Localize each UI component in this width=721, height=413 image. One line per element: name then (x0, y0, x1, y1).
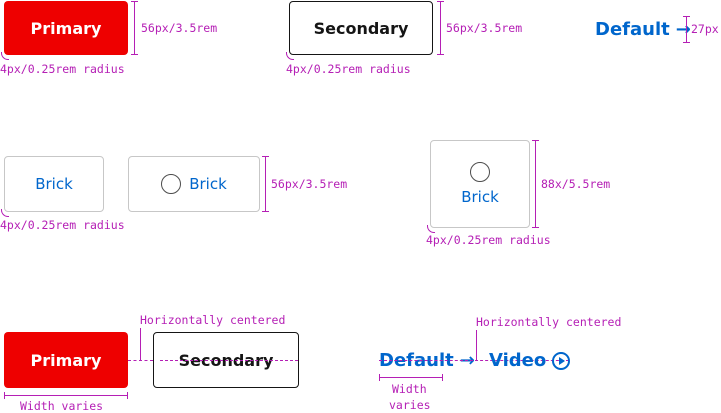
default-link-button[interactable]: Default → (595, 16, 691, 43)
default-width-spec-line1: Width (392, 382, 427, 396)
secondary-height-spec: 56px/3.5rem (446, 21, 523, 35)
width-dimension-tick-left (379, 374, 380, 381)
arrow-right-icon: → (675, 19, 691, 40)
primary-radius-spec: 4px/0.25rem radius (0, 62, 125, 76)
default-height-spec: 27px (691, 22, 719, 36)
radius-marker (427, 225, 435, 233)
height-dimension-line (265, 156, 266, 212)
center-alignment-guide (379, 360, 569, 361)
secondary-button-label: Secondary (313, 18, 409, 38)
brick-label: Brick (35, 175, 73, 193)
radius-marker (1, 52, 9, 60)
center-marker-line (140, 328, 141, 360)
radius-marker (286, 52, 294, 60)
width-dimension-line (4, 395, 128, 396)
radius-marker (1, 209, 9, 217)
video-link-button[interactable]: Video (489, 347, 571, 374)
play-circle-icon (552, 351, 571, 370)
height-dimension-tick-bottom (437, 54, 444, 55)
brick-label: Brick (461, 188, 499, 206)
primary-button[interactable]: Primary (4, 332, 128, 388)
height-dimension-line (686, 16, 687, 43)
center-marker-line (476, 330, 477, 360)
primary-width-spec: Width varies (20, 399, 104, 413)
circle-placeholder-icon (161, 174, 182, 194)
width-dimension-tick-right (442, 374, 443, 381)
height-dimension-tick-top (683, 16, 690, 17)
horizontally-centered-spec-right: Horizontally centered (476, 315, 622, 329)
height-dimension-tick-top (437, 1, 444, 2)
width-dimension-tick-right (127, 392, 128, 399)
default-link-label: Default (595, 19, 670, 40)
height-dimension-tick-bottom (262, 211, 269, 212)
height-dimension-tick-bottom (532, 227, 539, 228)
primary-button-label: Primary (30, 18, 102, 38)
center-alignment-guide (160, 360, 298, 361)
horizontally-centered-spec-left: Horizontally centered (140, 313, 286, 327)
brick3-height-spec: 88x/5.5rem (541, 177, 611, 191)
center-alignment-guide (128, 360, 153, 361)
width-dimension-tick-left (4, 392, 5, 399)
brick3-radius-spec: 4px/0.25rem radius (426, 233, 551, 247)
width-dimension-line (379, 377, 443, 378)
height-dimension-tick-bottom (131, 54, 138, 55)
brick-button-text[interactable]: Brick (4, 156, 104, 212)
height-dimension-line (440, 1, 441, 55)
secondary-radius-spec: 4px/0.25rem radius (286, 62, 411, 76)
height-dimension-tick-bottom (683, 42, 690, 43)
height-dimension-tick-top (262, 156, 269, 157)
height-dimension-line (535, 140, 536, 228)
brick2-height-spec: 56px/3.5rem (271, 177, 348, 191)
height-dimension-tick-top (532, 140, 539, 141)
video-link-label: Video (489, 350, 547, 371)
height-dimension-tick-top (131, 1, 138, 2)
primary-height-spec: 56px/3.5rem (141, 21, 218, 35)
brick-button-stacked[interactable]: Brick (430, 140, 530, 228)
secondary-button[interactable]: Secondary (289, 1, 433, 55)
primary-button-label: Primary (30, 350, 102, 370)
default-width-spec-line2: varies (389, 398, 431, 412)
circle-placeholder-icon (470, 162, 490, 182)
primary-button[interactable]: Primary (4, 1, 128, 55)
brick-button-icon[interactable]: Brick (128, 156, 260, 212)
height-dimension-line (134, 1, 135, 55)
brick1-radius-spec: 4px/0.25rem radius (0, 218, 125, 232)
brick-label: Brick (189, 175, 227, 193)
